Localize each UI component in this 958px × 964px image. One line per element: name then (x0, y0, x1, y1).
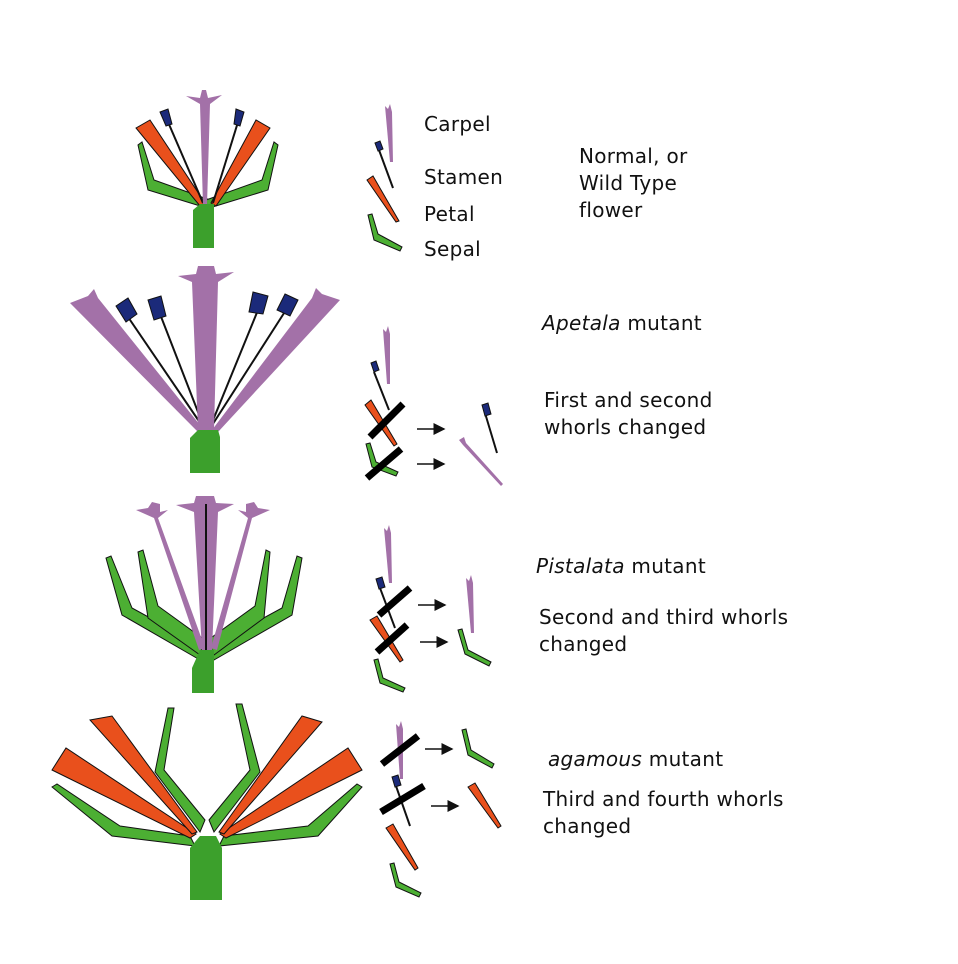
carpel (211, 502, 270, 650)
agamous-flower (51, 703, 363, 900)
carpel (178, 266, 234, 430)
stamen-anther (147, 295, 167, 321)
agamous-title: agamous mutant (548, 746, 723, 773)
legend-sepal-label: Sepal (424, 237, 482, 261)
petal (219, 747, 363, 839)
legend-carpel-label: Carpel (424, 112, 491, 136)
stem (193, 204, 214, 248)
wild-type-flower (135, 90, 279, 248)
stamen (212, 121, 239, 204)
apetala-legend (364, 326, 503, 486)
stamen-anther-icon (374, 140, 384, 152)
pistalata-flower (105, 496, 303, 693)
cross-mark (367, 401, 406, 440)
pistalata-title: Pistalata mutant (536, 553, 706, 580)
stamen-icon (484, 412, 498, 454)
stem (192, 650, 214, 693)
stamen-anther-icon (391, 774, 402, 788)
sepal (154, 707, 206, 833)
carpel-icon (384, 525, 392, 583)
stamen-anther (159, 108, 173, 127)
sepal-icon (373, 658, 406, 693)
sepal-icon (457, 628, 492, 667)
apetala-desc-line: First and second (544, 388, 713, 412)
stamen-icon (395, 785, 411, 827)
apetala-title: Apetala mutant (542, 310, 702, 337)
carpel-icon (383, 326, 390, 384)
agamous-desc-line: changed (543, 814, 632, 838)
petal (210, 119, 271, 207)
cross-mark (376, 585, 413, 618)
cross-mark (364, 446, 404, 481)
stamen-icon (378, 149, 394, 189)
carpel (70, 289, 204, 432)
stamen-anther (248, 291, 269, 315)
petal-icon (385, 823, 419, 871)
mutant-name: Apetala (542, 311, 621, 335)
mutant-suffix: mutant (620, 311, 702, 335)
apetala-flower (70, 266, 340, 473)
petal (218, 715, 323, 835)
legend-stamen-label: Stamen (424, 165, 504, 189)
caption-line: Wild Type (579, 171, 678, 195)
stamen-anther-icon (481, 402, 492, 417)
mutant-name: Pistalata (536, 554, 625, 578)
petal-icon (467, 782, 502, 829)
petal (51, 747, 197, 839)
apetala-desc-line: whorls changed (544, 415, 707, 439)
stem (190, 430, 220, 473)
pistalata-desc-line: changed (539, 632, 628, 656)
legend-icons (366, 104, 403, 252)
agamous-desc-line: Third and fourth whorls (543, 787, 784, 811)
stamen (167, 121, 204, 204)
sepal-icon (461, 728, 495, 769)
stamen-anther (115, 297, 138, 323)
stamen-icon (373, 371, 390, 411)
stamen-anther (233, 108, 245, 127)
cross-mark (379, 783, 426, 815)
stamen-anther-icon (370, 360, 380, 373)
mutant-name: agamous (548, 747, 643, 771)
agamous-legend (379, 721, 502, 898)
stamen (208, 309, 287, 431)
carpel (186, 90, 222, 205)
stamen-anther-icon (375, 576, 386, 590)
sepal-icon (367, 213, 403, 252)
carpel-icon (385, 104, 393, 162)
sepal (208, 703, 261, 833)
cross-mark (374, 622, 410, 655)
mutant-suffix: mutant (642, 747, 724, 771)
cross-mark (379, 733, 421, 767)
petal-icon (366, 175, 400, 223)
stamen-anther (276, 293, 299, 317)
pistalata-desc-line: Second and third whorls (539, 605, 789, 629)
carpel-icon (459, 437, 503, 486)
pistalata-legend (369, 525, 492, 693)
stamen (208, 309, 259, 431)
legend-petal-label: Petal (424, 202, 475, 226)
carpel (212, 288, 340, 432)
stamen (125, 313, 206, 431)
stem (190, 836, 222, 900)
petal (89, 715, 198, 835)
caption-line: Normal, or (579, 144, 688, 168)
carpel (136, 502, 205, 650)
sepal-icon (389, 862, 422, 898)
carpel-icon (466, 575, 474, 633)
caption-line: flower (579, 198, 643, 222)
mutant-suffix: mutant (624, 554, 706, 578)
